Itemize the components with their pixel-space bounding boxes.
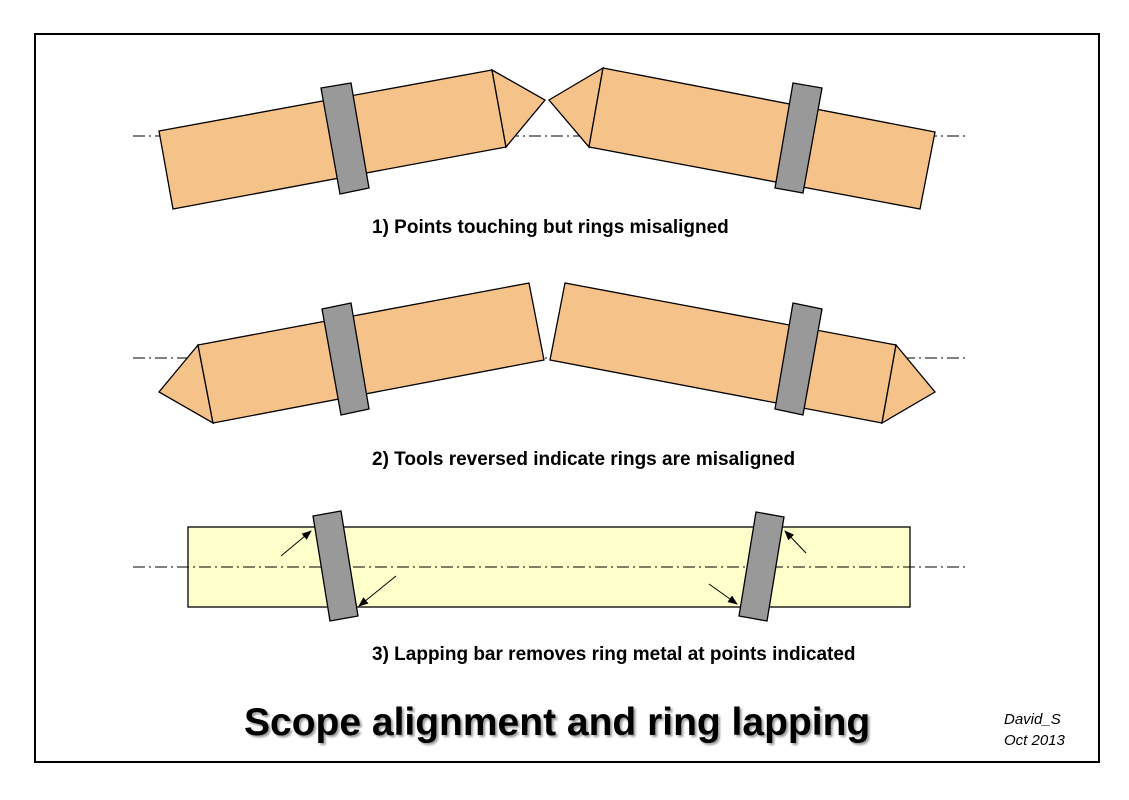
left-tool-ring-reversed xyxy=(321,302,370,416)
lapping-ring-right xyxy=(738,511,785,622)
arrow-left-lower xyxy=(358,575,397,607)
left-tool-point xyxy=(491,68,546,149)
lapping-bar xyxy=(187,526,911,608)
step-2-caption: 2) Tools reversed indicate rings are mis… xyxy=(372,449,796,470)
diagram-title: Scope alignment and ring lapping xyxy=(244,701,871,744)
step-2-illustration xyxy=(133,282,968,425)
right-tool-ring xyxy=(774,82,823,194)
arrow-right-upper xyxy=(784,530,807,554)
left-tool-ring xyxy=(320,82,370,195)
step-1-caption: 1) Points touching but rings misaligned xyxy=(372,217,729,238)
right-tool-point-reversed xyxy=(881,343,936,425)
arrow-left-upper xyxy=(280,530,312,557)
arrow-right-lower xyxy=(708,583,738,605)
step-1-illustration xyxy=(133,66,968,210)
right-tool-body xyxy=(588,67,936,210)
right-tool-ring-reversed xyxy=(774,302,823,416)
date-credit: Oct 2013 xyxy=(1004,732,1065,749)
author-credit: David_S xyxy=(1004,711,1061,728)
step-3-illustration xyxy=(133,510,968,622)
left-tool-body-reversed xyxy=(197,282,545,424)
lapping-ring-left xyxy=(312,510,359,622)
right-tool-body-reversed xyxy=(549,282,897,424)
step-3-caption: 3) Lapping bar removes ring metal at poi… xyxy=(372,644,856,665)
